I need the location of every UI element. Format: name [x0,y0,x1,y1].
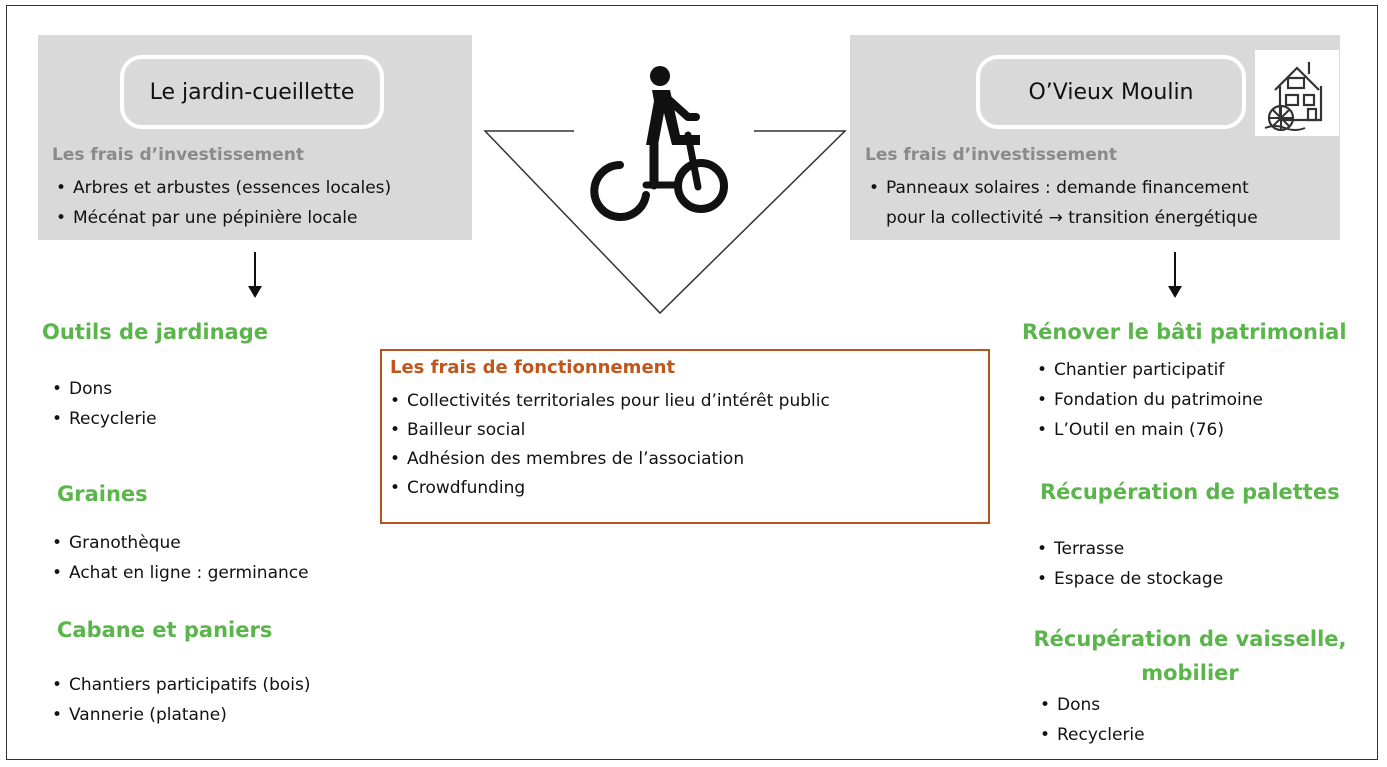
cyclist-icon-box [574,57,754,221]
right-down-arrow [1168,252,1182,298]
right-panel-item-continuation: pour la collectivité → transition énergé… [886,208,1258,228]
list-item: Arbres et arbustes (essences locales) [56,173,391,203]
section-items: Granothèque Achat en ligne : germinance [52,528,309,588]
list-item: Dons [1040,690,1145,720]
section-title: Rénover le bâti patrimonial [1022,320,1347,344]
section-title: Récupération de palettes [1040,480,1340,504]
list-item: Crowdfunding [390,474,830,503]
list-item: Espace de stockage [1037,564,1223,594]
right-panel-items: Panneaux solaires : demande financement [869,173,1249,203]
section-title-line: mobilier [1141,661,1239,685]
operating-costs-title: Les frais de fonctionnement [390,357,676,378]
section-title: Récupération de vaisselle, mobilier [1020,622,1360,690]
list-item: Collectivités territoriales pour lieu d’… [390,387,830,416]
section-title-line: Récupération de vaisselle, [1033,627,1347,651]
list-item: Terrasse [1037,534,1223,564]
section-title: Cabane et paniers [57,618,273,642]
cyclist-icon [590,66,728,221]
section-items: Chantier participatif Fondation du patri… [1037,355,1263,445]
section-title: Outils de jardinage [42,320,268,344]
operating-costs-items: Collectivités territoriales pour lieu d’… [390,387,830,503]
section-items: Terrasse Espace de stockage [1037,534,1223,594]
list-item: L’Outil en main (76) [1037,415,1263,445]
section-title: Graines [57,482,148,506]
list-item: Granothèque [52,528,309,558]
list-item: Chantiers participatifs (bois) [52,670,310,700]
section-items: Dons Recyclerie [52,374,157,434]
section-items: Chantiers participatifs (bois) Vannerie … [52,670,310,730]
list-item: Chantier participatif [1037,355,1263,385]
left-panel-subtitle: Les frais d’investissement [52,145,304,165]
section-items: Dons Recyclerie [1040,690,1145,750]
left-down-arrow [248,252,262,298]
watermill-house-icon [1255,50,1339,136]
list-item: Panneaux solaires : demande financement [869,173,1249,203]
list-item: Vannerie (platane) [52,700,310,730]
left-panel-title: Le jardin-cueillette [120,55,384,129]
list-item: Recyclerie [52,404,157,434]
list-item: Fondation du patrimoine [1037,385,1263,415]
list-item: Recyclerie [1040,720,1145,750]
right-panel-title: O’Vieux Moulin [976,55,1246,129]
list-item: Mécénat par une pépinière locale [56,203,391,233]
list-item: Adhésion des membres de l’association [390,445,830,474]
list-item: Dons [52,374,157,404]
right-panel-subtitle: Les frais d’investissement [865,145,1117,165]
list-item: Bailleur social [390,416,830,445]
left-panel-items: Arbres et arbustes (essences locales) Mé… [56,173,391,233]
list-item: Achat en ligne : germinance [52,558,309,588]
